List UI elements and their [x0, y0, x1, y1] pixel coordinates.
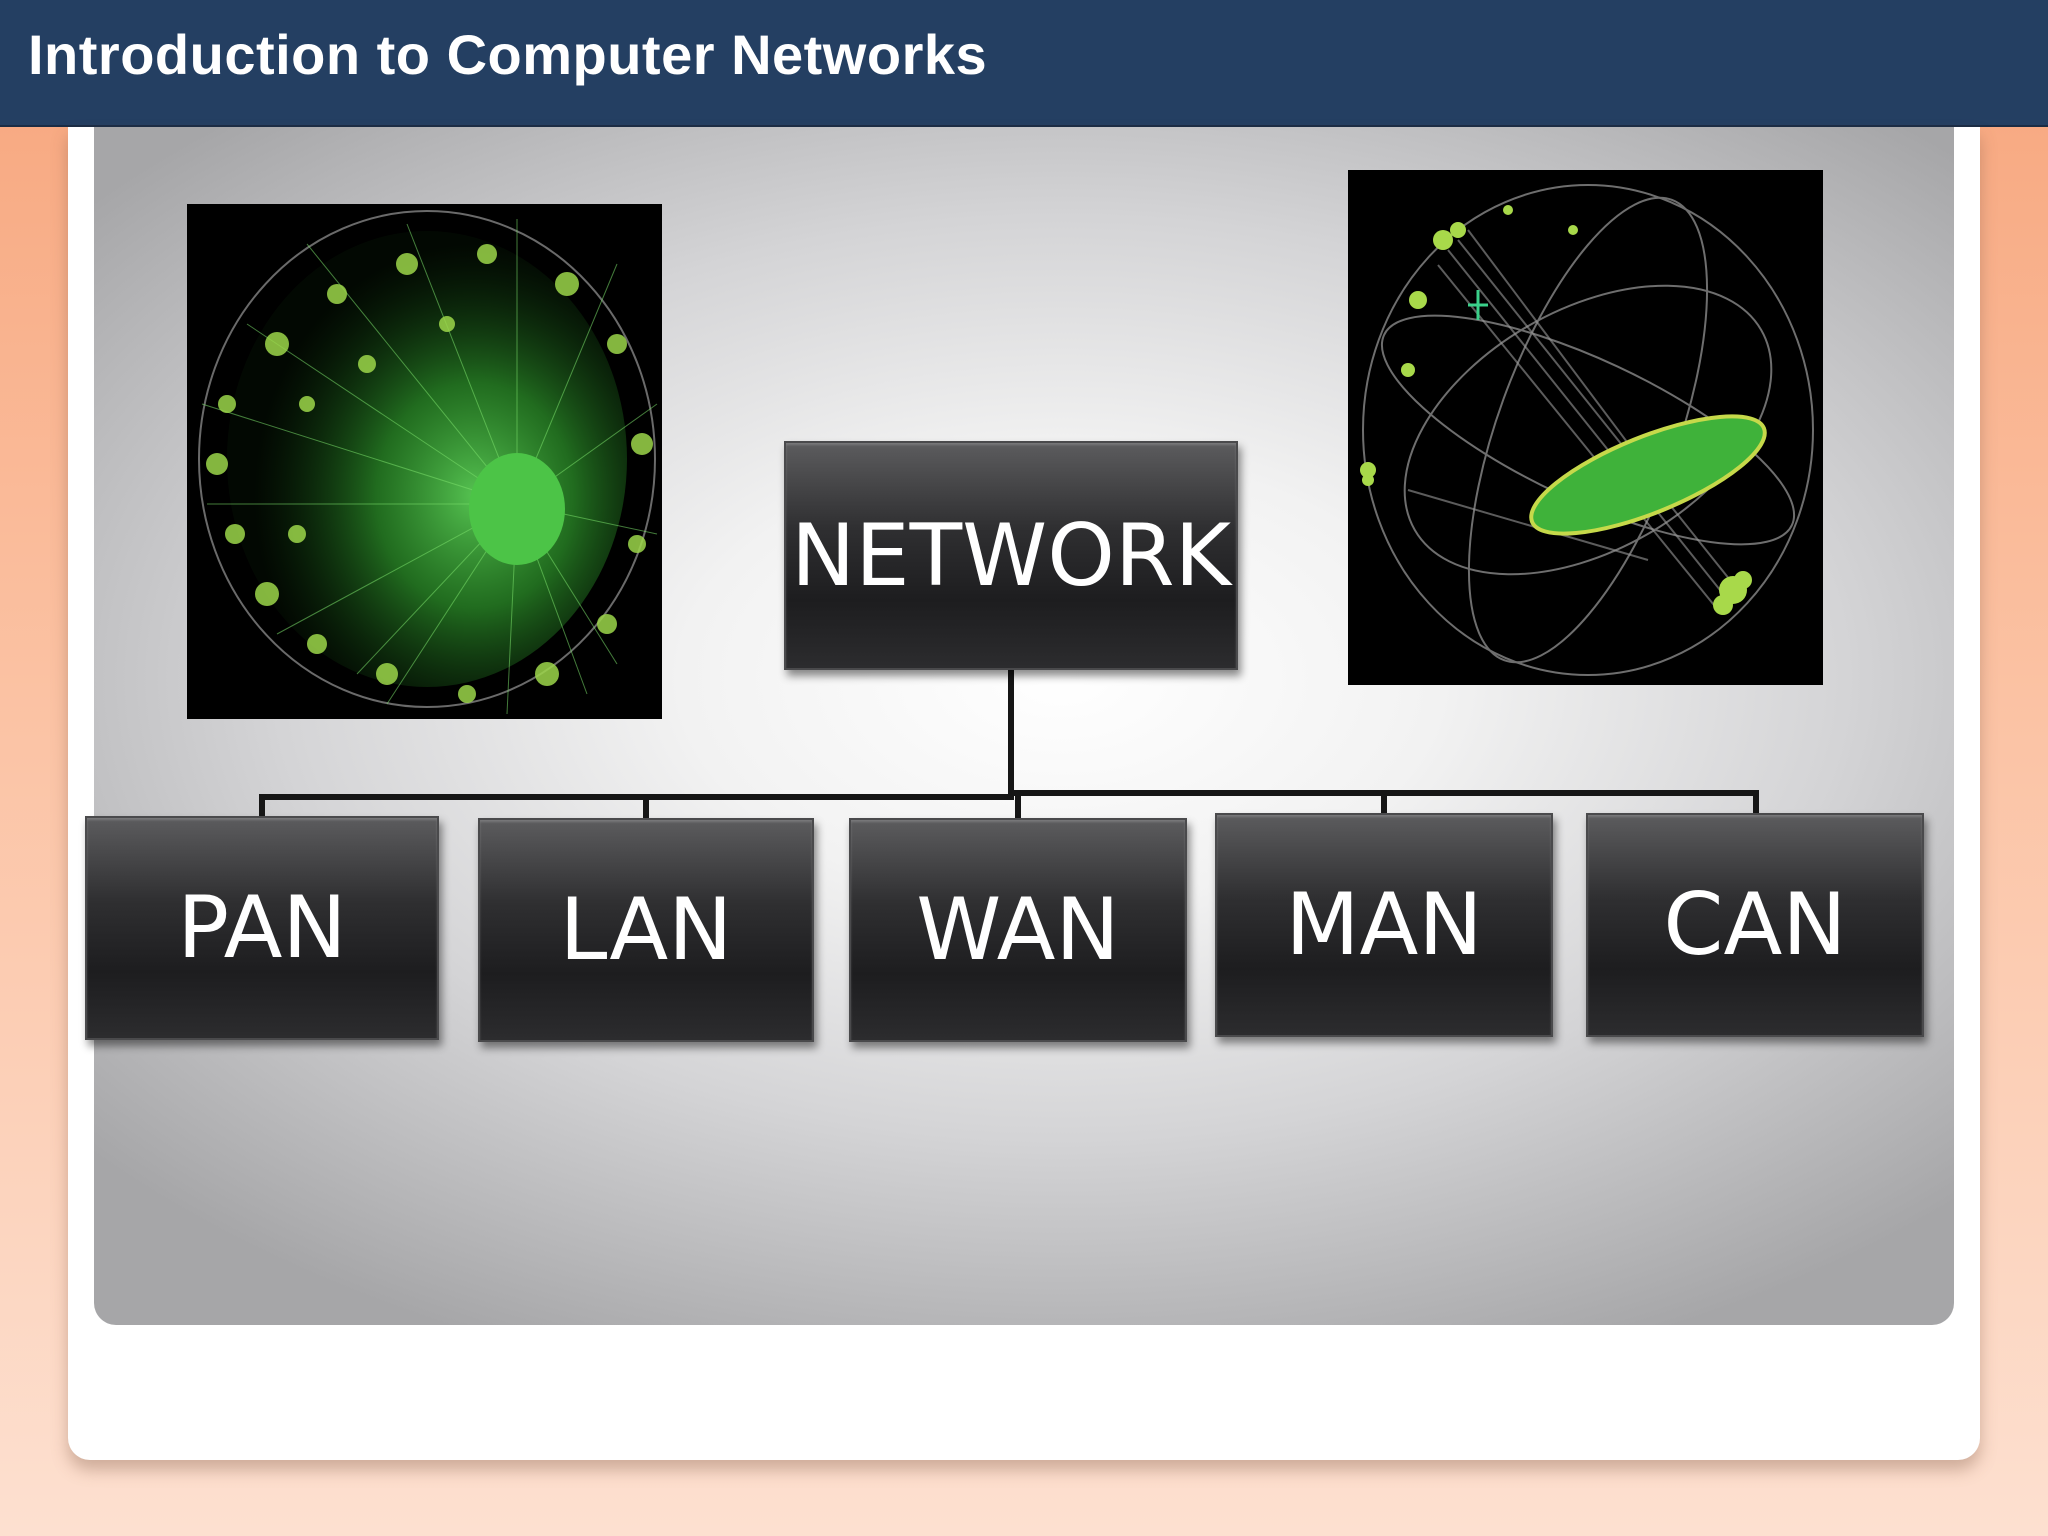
- network-orbit-graphic: [1360, 184, 1814, 676]
- slide-title: Introduction to Computer Networks: [28, 23, 988, 86]
- network-globe-image: [187, 204, 662, 719]
- node-lan: LAN: [478, 818, 814, 1042]
- node-wan: WAN: [849, 818, 1187, 1042]
- title-bar: Introduction to Computer Networks: [0, 0, 2048, 127]
- node-can: CAN: [1586, 813, 1924, 1037]
- node-man: MAN: [1215, 813, 1553, 1037]
- network-globe-graphic: [198, 210, 658, 715]
- network-orbit-image: [1348, 170, 1823, 685]
- node-network: NETWORK: [784, 441, 1238, 670]
- node-pan: PAN: [85, 816, 439, 1040]
